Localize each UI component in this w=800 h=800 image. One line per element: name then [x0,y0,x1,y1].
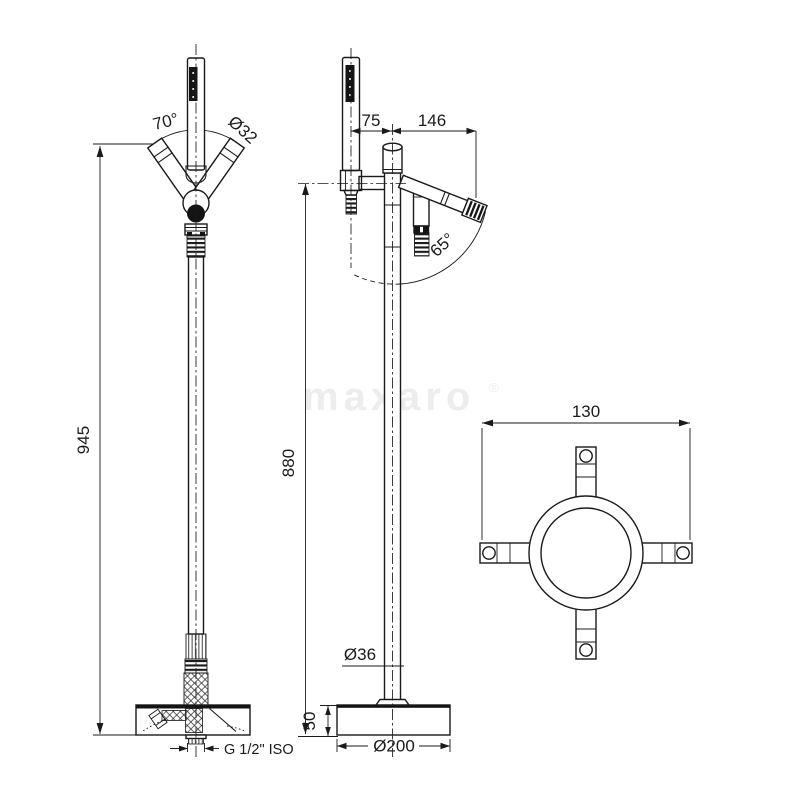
side-view: 75 146 65° 880 Ø36 50 Ø200 [279,48,488,757]
dim-130-label: 130 [572,402,600,421]
base-collar [374,698,411,706]
front-view: 945 70° Ø32 G 1/2" ISO [74,44,294,758]
side-dim-75-146 [351,127,477,198]
side-dim-880 [298,184,338,737]
dim-945-label: 945 [74,426,93,454]
dia-200-label: Ø200 [373,737,415,756]
mount-hole-top [579,449,593,463]
dim-880-label: 880 [279,449,298,477]
front-dim-thread [170,743,219,752]
registered-mark: ® [489,380,499,395]
mount-hole-left [482,546,496,560]
dim-50-label: 50 [300,712,319,731]
dia-36-label: Ø36 [344,645,376,664]
front-base [135,704,251,745]
front-dim-945 [93,143,161,736]
shower-holder-cup [185,165,207,184]
side-dim-50 [320,705,337,736]
flange-inner-ring [540,507,632,599]
flange-outer-ring [528,495,644,611]
side-holder-arm [358,175,386,191]
mount-hole-right [676,546,690,560]
side-dim-200 [336,737,451,754]
mounting-cross [479,446,693,660]
mount-hole-bottom [579,643,593,657]
dim-146-label: 146 [418,111,446,130]
thread-g12-label: G 1/2" ISO [224,742,294,758]
top-view: 130 [479,402,693,660]
side-lever [412,191,430,257]
top-dim-130 [481,419,691,540]
spout-swivel-arc [351,211,486,285]
side-base [336,698,451,736]
dim-75-label: 75 [362,111,381,130]
side-spout [397,174,488,224]
